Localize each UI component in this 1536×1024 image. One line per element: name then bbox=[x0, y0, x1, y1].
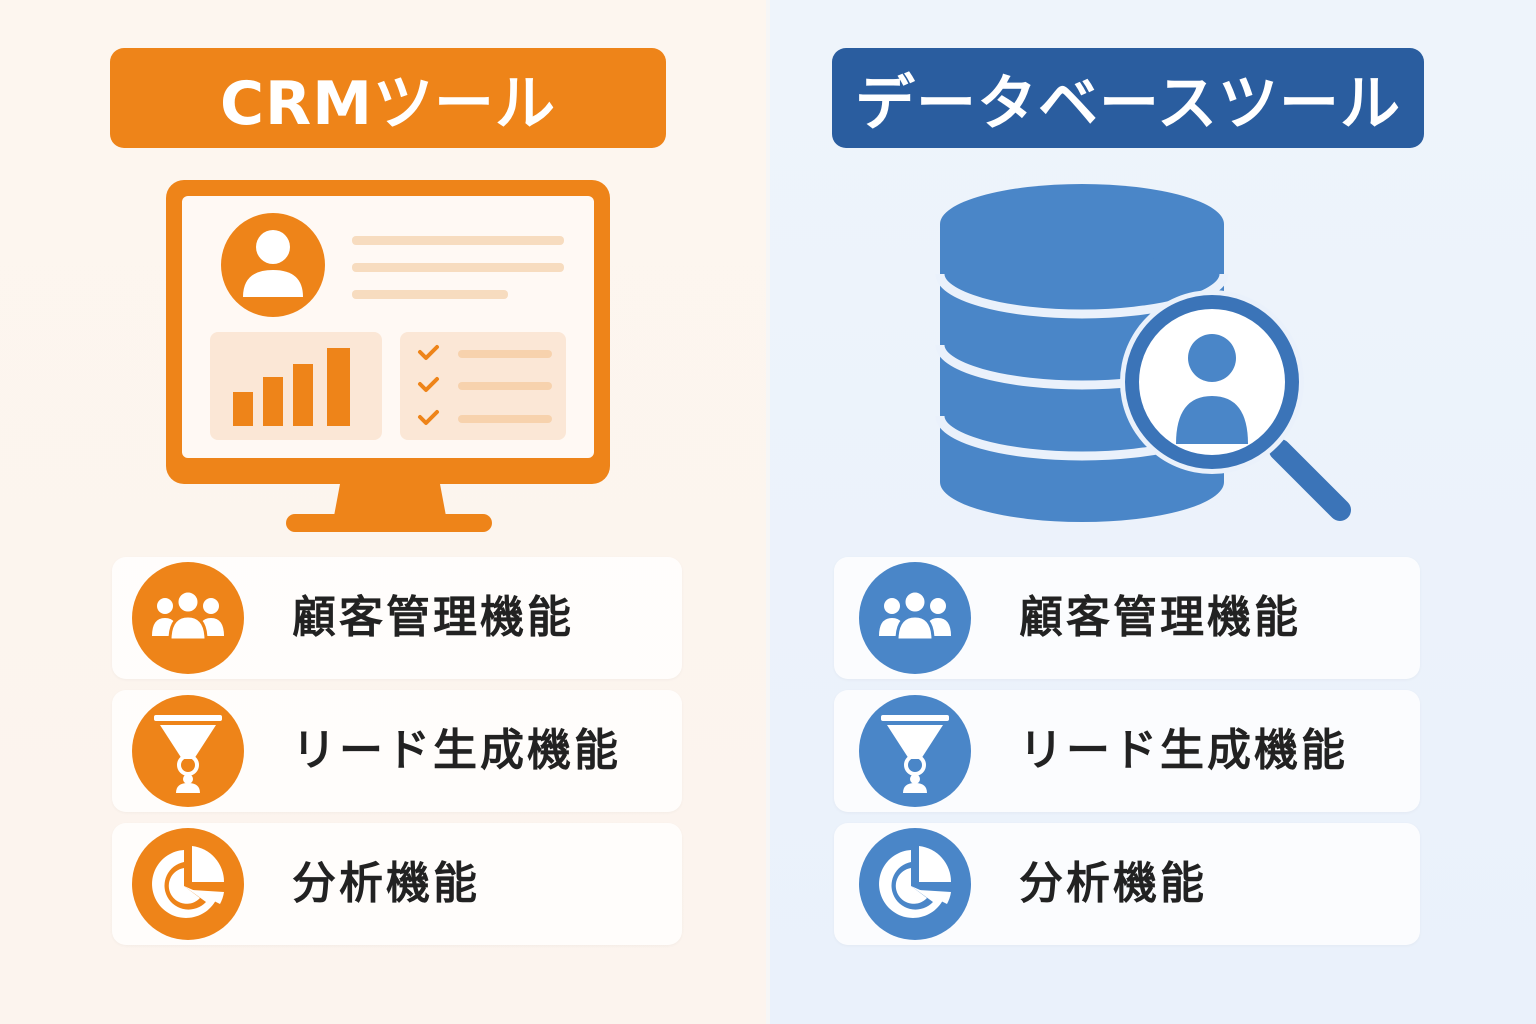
funnel-person-icon bbox=[132, 695, 244, 807]
crm-feature-customer-management: 顧客管理機能 bbox=[112, 557, 682, 679]
panel-divider bbox=[766, 0, 770, 1024]
users-group-icon bbox=[132, 562, 244, 674]
funnel-person-icon bbox=[859, 695, 971, 807]
users-group-icon bbox=[859, 562, 971, 674]
crm-feature-lead-generation: リード生成機能 bbox=[112, 690, 682, 812]
db-feature-lead-generation: リード生成機能 bbox=[834, 690, 1420, 812]
feature-label: 顧客管理機能 bbox=[292, 592, 574, 643]
crm-panel: CRMツール bbox=[0, 0, 766, 1024]
db-feature-analysis: 分析機能 bbox=[834, 823, 1420, 945]
database-panel: データベースツール bbox=[770, 0, 1536, 1024]
pie-chart-icon bbox=[859, 828, 971, 940]
database-title: データベースツール bbox=[832, 48, 1424, 148]
db-feature-customer-management: 顧客管理機能 bbox=[834, 557, 1420, 679]
database-search-icon bbox=[930, 182, 1370, 532]
feature-label: リード生成機能 bbox=[1019, 725, 1348, 776]
feature-label: 顧客管理機能 bbox=[1019, 592, 1301, 643]
feature-label: リード生成機能 bbox=[292, 725, 621, 776]
feature-label: 分析機能 bbox=[292, 858, 480, 909]
crm-feature-analysis: 分析機能 bbox=[112, 823, 682, 945]
pie-chart-icon bbox=[132, 828, 244, 940]
monitor-dashboard-icon bbox=[150, 170, 630, 540]
feature-label: 分析機能 bbox=[1019, 858, 1207, 909]
crm-title: CRMツール bbox=[110, 48, 666, 148]
